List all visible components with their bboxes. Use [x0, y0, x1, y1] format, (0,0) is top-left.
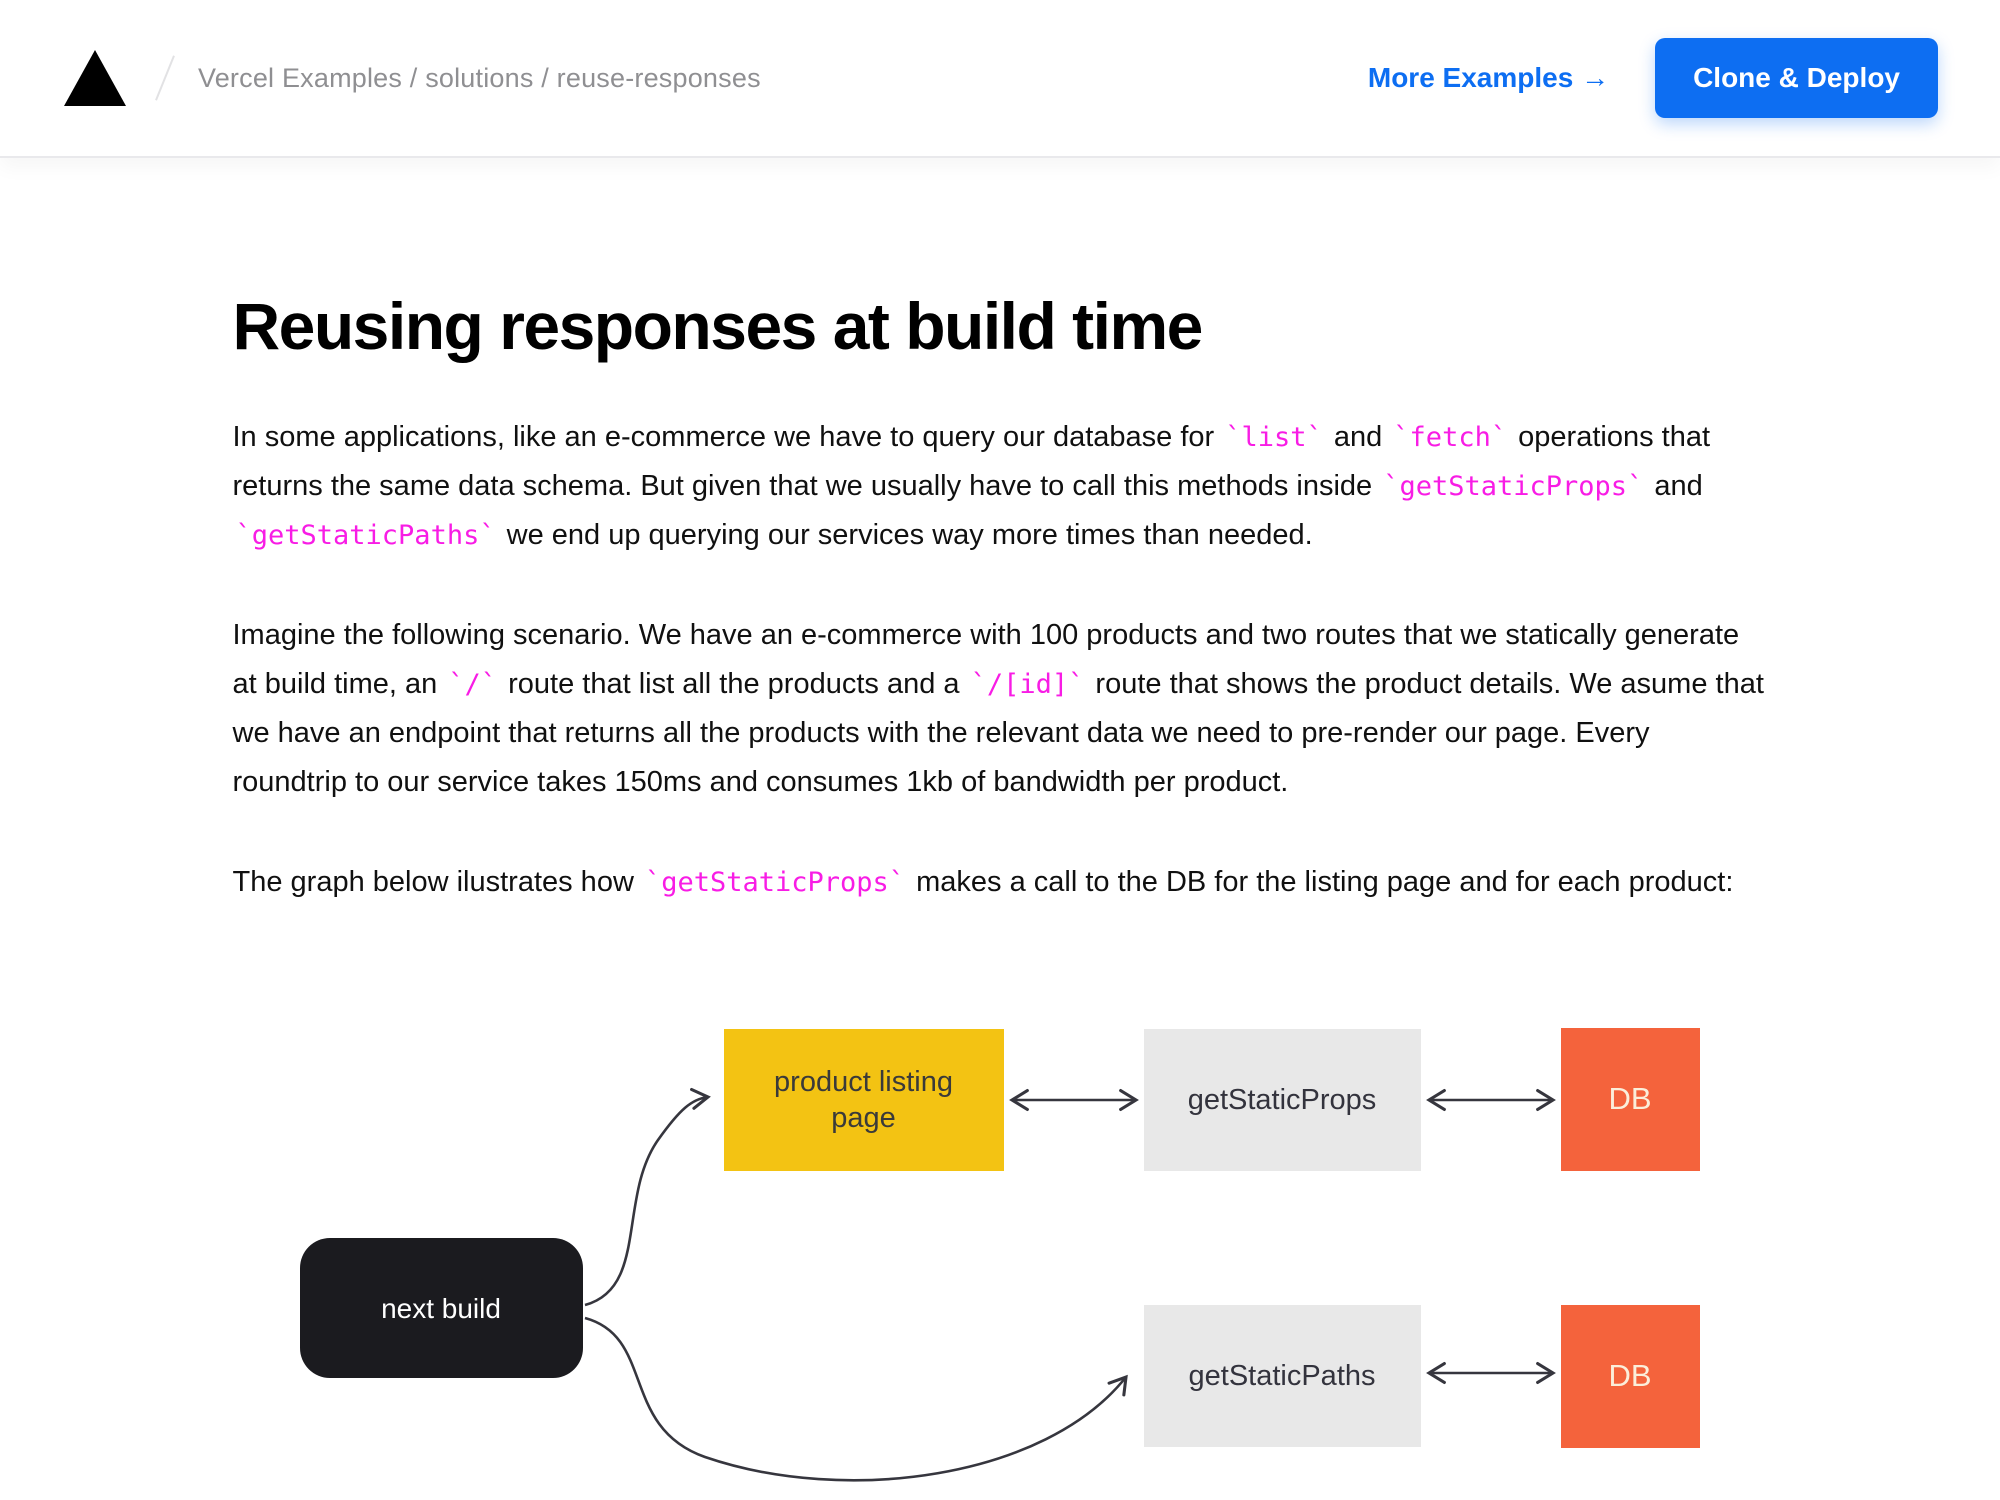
diagram-node-db-bottom: DB	[1560, 1305, 1700, 1449]
text-run: and	[1325, 421, 1391, 454]
diagram-node-db-top: DB	[1560, 1028, 1700, 1172]
node-label: next build	[381, 1292, 501, 1324]
inline-code: `getStaticPaths`	[235, 519, 496, 551]
paragraph-intro: In some applications, like an e-commerce…	[233, 413, 1768, 559]
node-label: getStaticPaths	[1188, 1359, 1376, 1392]
text-run: Imagine the following scenario. We have …	[232, 619, 1740, 701]
text-run: and	[1646, 470, 1703, 503]
text-run: route that list all the products and a	[500, 668, 968, 701]
paragraph-scenario: Imagine the following scenario. We have …	[233, 611, 1768, 806]
text-run: makes a call to the DB for the listing p…	[908, 866, 1734, 899]
text-run: In some applications, like an e-commerce…	[232, 421, 1223, 454]
curve-build-to-listing	[584, 1088, 711, 1307]
node-label: product listing page	[774, 1065, 953, 1135]
text-run: operations that returns the same data sc…	[232, 421, 1711, 503]
node-label: DB	[1608, 1081, 1652, 1117]
article: Reusing responses at build time In some …	[232, 289, 1768, 1482]
inline-code: `list`	[1225, 422, 1323, 454]
text-run: route that shows the product details. We…	[232, 668, 1764, 798]
diagram-node-get-static-props: getStaticProps	[1143, 1029, 1421, 1172]
node-label: getStaticProps	[1187, 1083, 1377, 1116]
vercel-logo-icon[interactable]	[64, 50, 126, 106]
page-title: Reusing responses at build time	[232, 289, 1204, 363]
diagram-node-product-listing-page: product listing page	[723, 1029, 1004, 1172]
site-header: Vercel Examples / solutions / reuse-resp…	[0, 0, 2000, 158]
inline-code: `/`	[448, 669, 498, 701]
inline-code: `fetch`	[1393, 422, 1508, 454]
clone-deploy-button[interactable]: Clone & Deploy	[1655, 38, 1938, 118]
diagram-node-get-static-paths: getStaticPaths	[1143, 1305, 1421, 1448]
diagram-node-next-build: next build	[299, 1238, 583, 1379]
inline-code: `/[id]`	[970, 669, 1085, 701]
more-examples-link[interactable]: More Examples →	[1367, 62, 1610, 93]
text-run: The graph below ilustrates how	[232, 866, 642, 899]
inline-code: `getStaticProps`	[1383, 471, 1644, 503]
curve-build-to-paths	[584, 1316, 1128, 1482]
breadcrumb: Vercel Examples / solutions / reuse-resp…	[198, 62, 761, 93]
diagram-arrows	[584, 1088, 1556, 1482]
text-run: we end up querying our services way more…	[498, 518, 1313, 551]
build-diagram: next build product listing page getStati…	[0, 985, 2000, 1482]
breadcrumb-divider	[155, 55, 175, 101]
paragraph-graph-intro: The graph below ilustrates how `getStati…	[233, 858, 1768, 907]
node-label: DB	[1608, 1358, 1652, 1394]
inline-code: `getStaticProps`	[644, 867, 906, 899]
